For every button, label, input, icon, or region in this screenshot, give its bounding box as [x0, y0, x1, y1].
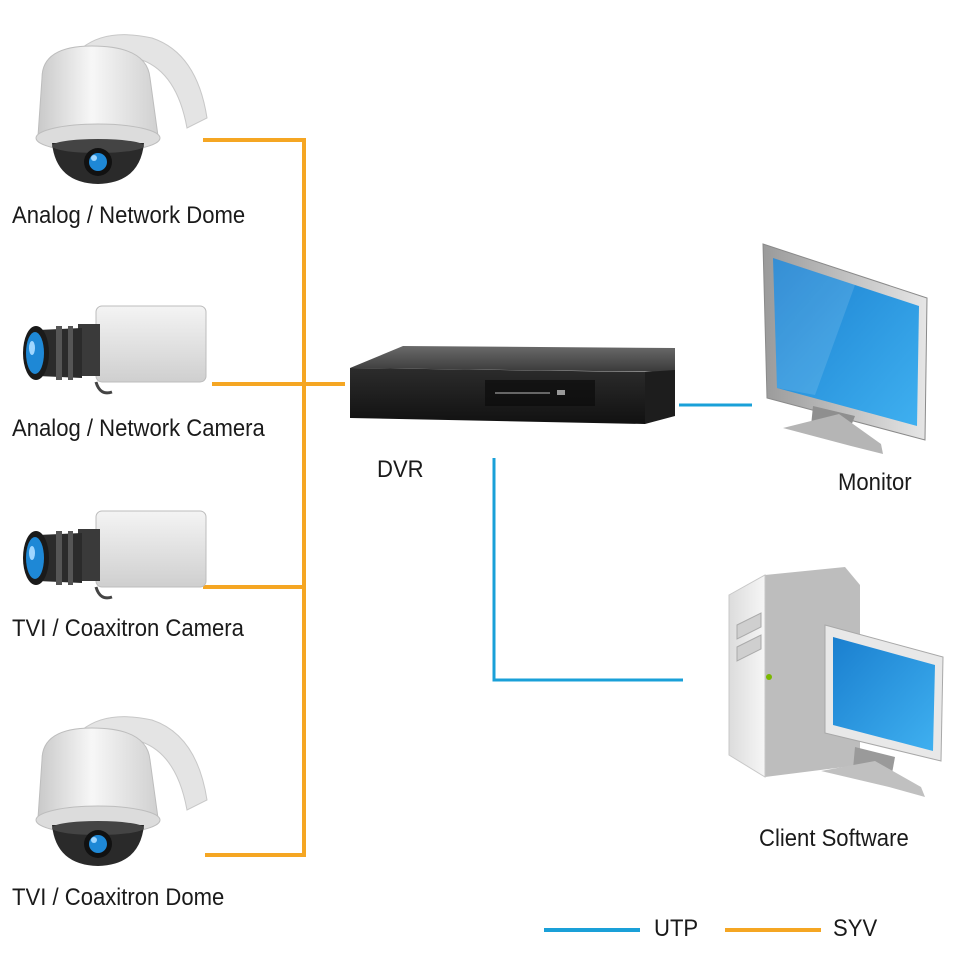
legend-swatch-utp — [544, 928, 640, 932]
label-client-software: Client Software — [759, 825, 909, 852]
desktop-computer-icon — [728, 567, 944, 797]
box-camera-icon — [23, 305, 207, 395]
syv-cables — [203, 138, 345, 857]
label-analog-network-dome: Analog / Network Dome — [12, 202, 246, 229]
label-analog-network-camera: Analog / Network Camera — [12, 415, 265, 442]
utp-line-client — [492, 458, 683, 682]
dome-camera-icon — [35, 34, 208, 184]
label-tvi-coaxitron-dome: TVI / Coaxitron Dome — [12, 884, 225, 911]
label-monitor: Monitor — [838, 469, 912, 496]
monitor-icon — [762, 243, 928, 454]
legend-label-utp: UTP — [654, 915, 699, 942]
dvr-recorder-icon — [350, 346, 675, 424]
box-camera-icon — [23, 510, 207, 600]
dome-camera-icon — [35, 716, 208, 866]
label-dvr: DVR — [377, 456, 424, 483]
label-tvi-coaxitron-camera: TVI / Coaxitron Camera — [12, 615, 244, 642]
utp-cables — [492, 403, 752, 682]
legend-label-syv: SYV — [833, 915, 878, 942]
legend-swatch-syv — [725, 928, 821, 932]
